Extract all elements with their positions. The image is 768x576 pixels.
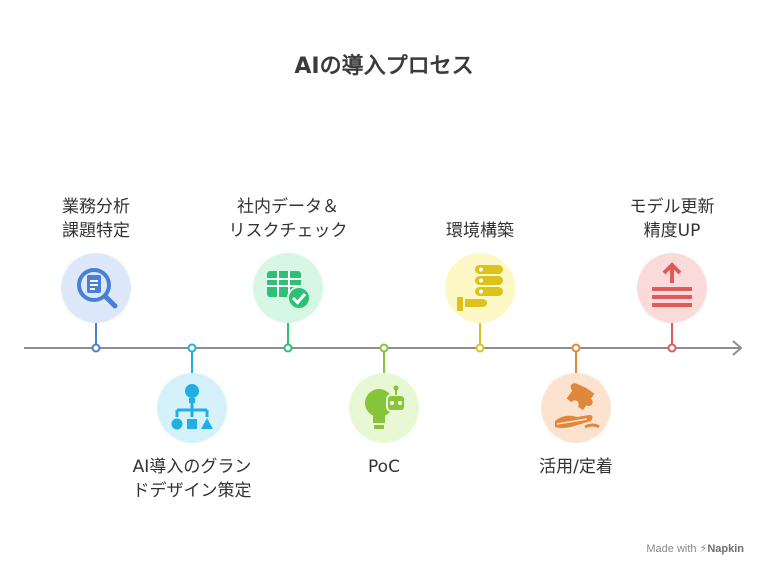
step-label-line: 社内データ＆: [237, 197, 339, 217]
puzzle-hand-icon: [555, 383, 600, 429]
timeline-node: [571, 343, 581, 353]
document-search-icon: [77, 268, 118, 309]
step-label: 業務分析課題特定: [0, 195, 196, 243]
step-label: 社内データ＆ リスクチェック: [188, 195, 388, 243]
step-label-line: 精度UP: [643, 221, 701, 241]
napkin-logo-icon: ⚡︎: [699, 543, 708, 555]
step-label: 活用/定着: [476, 455, 676, 479]
timeline-node: [379, 343, 389, 353]
step-label-line: リスクチェック: [228, 221, 348, 241]
step-icon-circle: [637, 253, 707, 323]
timeline-node: [283, 343, 293, 353]
step-label-line: モデル更新: [629, 197, 715, 217]
checked-table-icon: [267, 271, 311, 310]
step-label: AI導入のグランドデザイン策定: [92, 455, 292, 503]
timeline-node: [91, 343, 101, 353]
diagram-title: AIの導入プロセス: [294, 54, 474, 79]
step-label-line: 環境構築: [446, 221, 514, 241]
server-hand-icon: [457, 265, 503, 311]
step-label-line: 活用/定着: [539, 457, 613, 477]
step-label-line: ドデザイン策定: [132, 481, 252, 501]
upload-lines-icon: [652, 262, 692, 307]
step-icon-circle: [253, 253, 323, 323]
hierarchy-shapes-icon: [171, 384, 213, 430]
made-with-text: Made with: [646, 543, 697, 555]
step-label-line: 業務分析: [62, 197, 130, 217]
made-with-napkin: Made with ⚡︎Napkin: [646, 542, 744, 555]
napkin-brand: Napkin: [707, 543, 744, 555]
timeline-arrowhead: [732, 340, 743, 356]
timeline-node: [475, 343, 485, 353]
step-label-line: 課題特定: [62, 221, 130, 241]
step-icon-circle: [349, 373, 419, 443]
step-label-line: PoC: [368, 457, 400, 477]
bulb-robot-icon: [365, 385, 406, 429]
step-icon-circle: [541, 373, 611, 443]
timeline-node: [667, 343, 677, 353]
step-label: 環境構築: [380, 219, 580, 243]
step-label: モデル更新精度UP: [572, 195, 768, 243]
step-icon-circle: [445, 253, 515, 323]
timeline-node: [187, 343, 197, 353]
step-icon-circle: [61, 253, 131, 323]
step-label: PoC: [284, 455, 484, 479]
step-icon-circle: [157, 373, 227, 443]
step-label-line: AI導入のグラン: [132, 457, 252, 477]
